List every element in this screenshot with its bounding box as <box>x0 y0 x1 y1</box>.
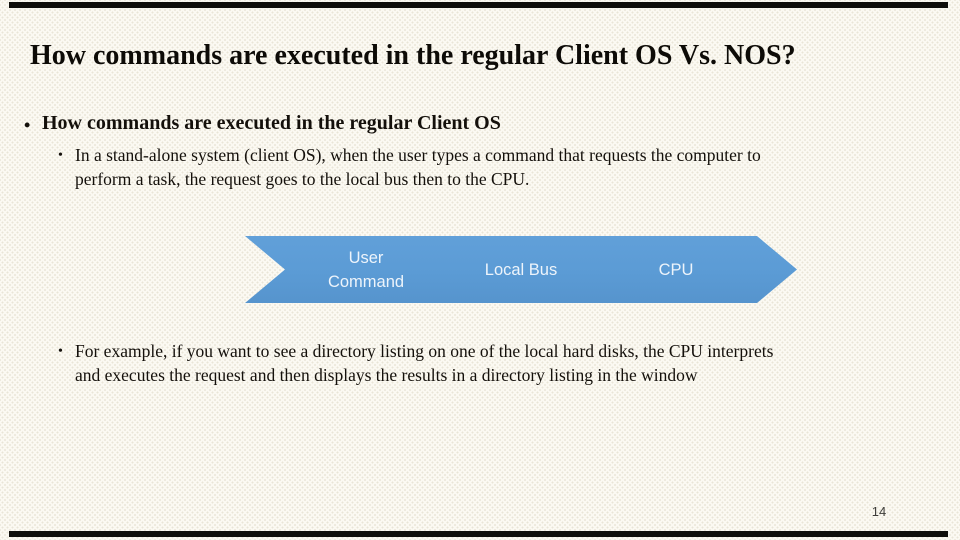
sub-bullet-example: • For example, if you want to see a dire… <box>58 340 790 387</box>
flow-step-label: Local Bus <box>484 260 558 279</box>
flow-step-label: User Command <box>327 248 405 291</box>
flow-step-cpu: CPU <box>555 236 797 303</box>
sub-bullet-standalone-text: In a stand-alone system (client OS), whe… <box>75 145 761 189</box>
bullet-level1: • How commands are executed in the regul… <box>24 112 924 138</box>
top-border-bar <box>9 2 948 8</box>
flow-step-label: CPU <box>658 260 694 279</box>
page-number: 14 <box>871 504 887 519</box>
bottom-border-bar <box>9 531 948 537</box>
flow-step-local-bus: Local Bus <box>400 236 642 303</box>
sub-bullet-standalone: • In a stand-alone system (client OS), w… <box>58 144 803 191</box>
flow-step-user-command: User Command <box>245 236 487 303</box>
sub-bullet-example-text: For example, if you want to see a direct… <box>75 341 774 385</box>
bullet-icon: • <box>58 148 63 163</box>
bullet-icon: • <box>24 115 31 135</box>
bullet-icon: • <box>58 344 63 359</box>
slide-title: How commands are executed in the regular… <box>30 40 796 71</box>
bullet-level1-text: How commands are executed in the regular… <box>42 112 501 134</box>
